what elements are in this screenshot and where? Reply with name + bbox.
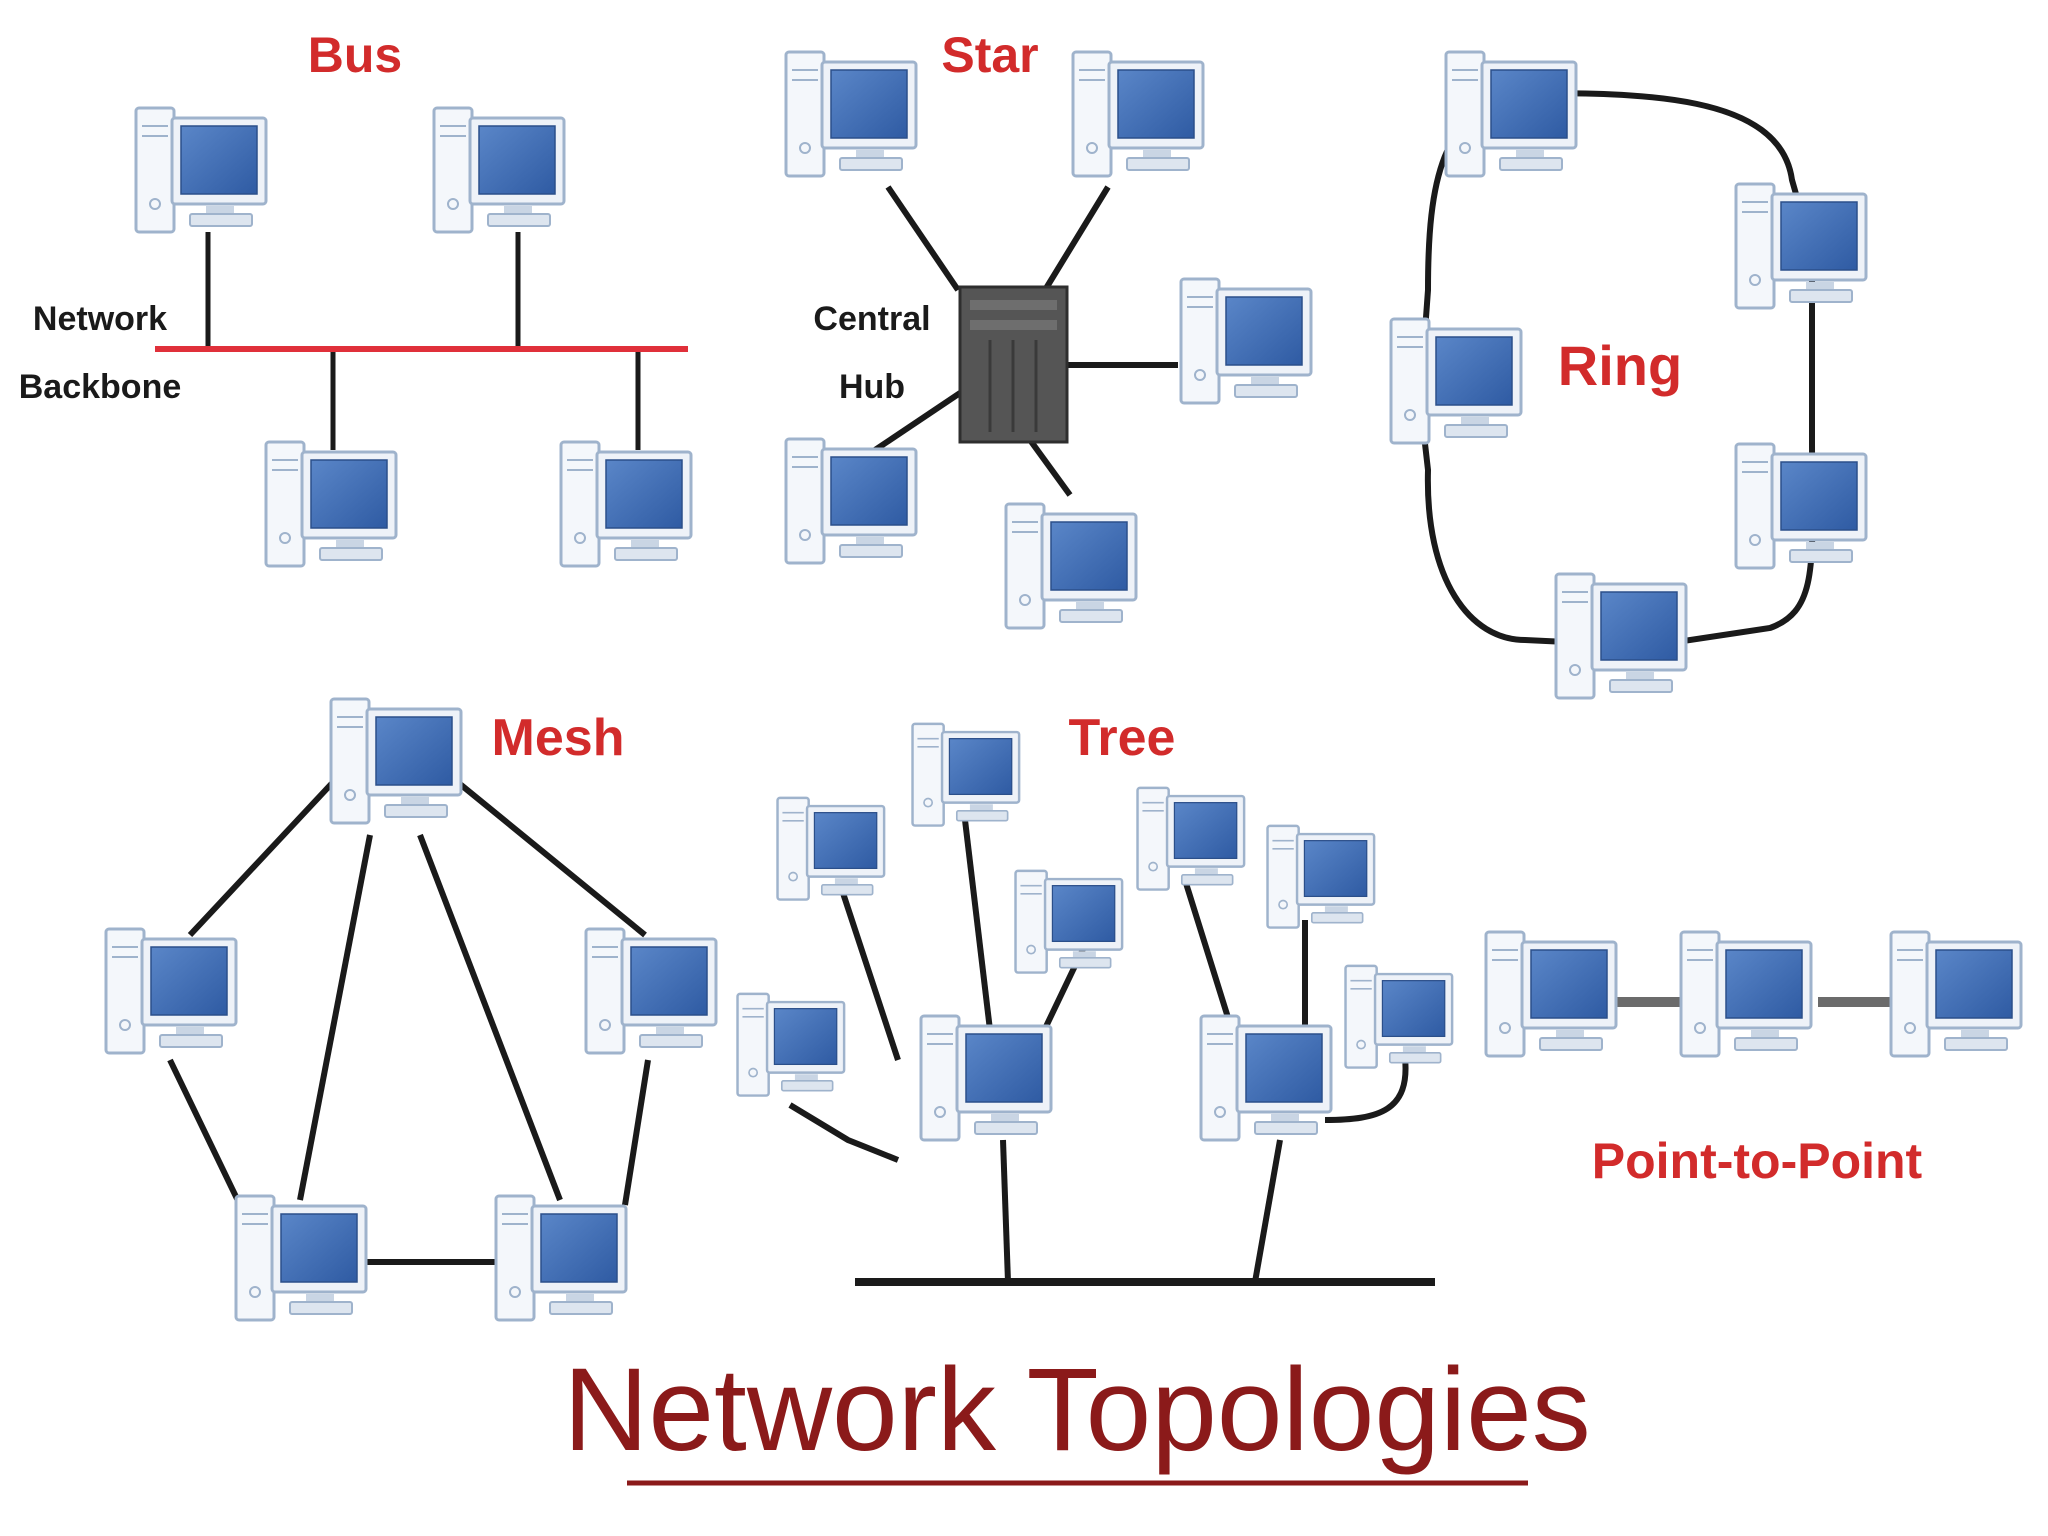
tree-computer-icon-1 <box>776 796 886 901</box>
ring-topology: Ring <box>1389 50 1868 700</box>
ring-computer-icon-1 <box>1444 50 1578 178</box>
tree-computer-icon-2 <box>911 722 1021 827</box>
ring-computer-icon-3 <box>1734 442 1868 570</box>
tree-computer-icon-5 <box>1136 786 1246 891</box>
tree-label: Tree <box>1069 709 1176 767</box>
star-cables <box>873 185 1178 497</box>
bus-label: Bus <box>308 27 402 83</box>
mesh-cables <box>167 777 651 1265</box>
bus-computer-icon-1 <box>134 106 268 234</box>
star-computer-icon-2 <box>1071 50 1205 178</box>
hub-label-line-1: Central <box>813 300 930 338</box>
tree-computer-icon-7 <box>1344 964 1454 1069</box>
mesh-topology: Mesh <box>104 697 718 1322</box>
bus-computer-icon-2 <box>432 106 566 234</box>
point-to-point-topology: Point-to-Point <box>1484 930 2023 1189</box>
backbone-label-line-1: Network <box>33 300 167 338</box>
central-hub-icon <box>958 285 1069 444</box>
ptp-computer-icon-3 <box>1889 930 2023 1058</box>
hub-label-line-2: Hub <box>839 368 905 406</box>
page-title: Network Topologies <box>563 1344 1591 1476</box>
point-to-point-label: Point-to-Point <box>1592 1133 1923 1189</box>
backbone-label-line-2: Backbone <box>19 368 182 406</box>
bus-computer-icon-3 <box>264 440 398 568</box>
bus-topology: Bus Network Backbone <box>19 27 693 568</box>
star-label: Star <box>941 27 1038 83</box>
ring-computer-icon-5 <box>1389 317 1523 445</box>
tree-computer-icon-3 <box>1014 869 1124 974</box>
tree-computer-icon-6 <box>1266 824 1376 929</box>
mesh-computer-icon-3 <box>584 927 718 1055</box>
tree-computer-icon-4 <box>736 992 846 1097</box>
tree-hub-computer-icon-2 <box>1199 1014 1333 1142</box>
ring-computer-icon-4 <box>1554 572 1688 700</box>
mesh-computer-icon-1 <box>329 697 463 825</box>
ring-cable <box>1416 89 1816 650</box>
main-title-group: Network Topologies <box>563 1344 1591 1486</box>
star-computer-icon-5 <box>1004 502 1138 630</box>
star-computer-icon-1 <box>784 50 918 178</box>
star-computer-icon-4 <box>784 437 918 565</box>
ring-label: Ring <box>1558 334 1682 397</box>
bus-computer-icon-4 <box>559 440 693 568</box>
mesh-label: Mesh <box>492 709 625 767</box>
bus-drop-cables <box>205 232 641 450</box>
mesh-computer-icon-5 <box>494 1194 628 1322</box>
star-computer-icon-3 <box>1179 277 1313 405</box>
tree-topology: Tree <box>736 709 1454 1286</box>
ptp-computer-icon-1 <box>1484 930 1618 1058</box>
tree-hub-computer-icon-1 <box>919 1014 1053 1142</box>
ring-computer-icon-2 <box>1734 182 1868 310</box>
ptp-computer-icon-2 <box>1679 930 1813 1058</box>
star-topology: Star Central Hub <box>784 27 1313 630</box>
mesh-computer-icon-2 <box>104 927 238 1055</box>
mesh-computer-icon-4 <box>234 1194 368 1322</box>
